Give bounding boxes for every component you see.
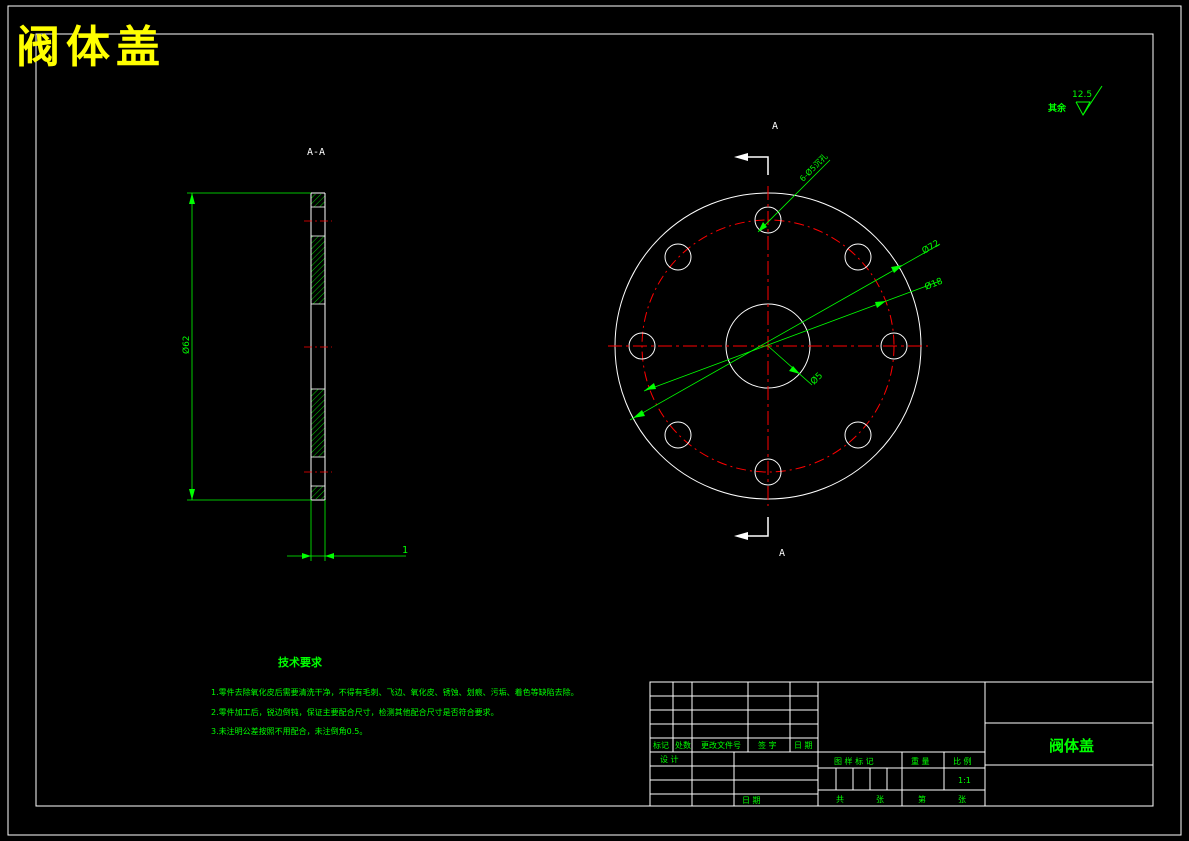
- rev-header: 标记: [653, 740, 669, 750]
- design-label: 设 计: [660, 754, 679, 764]
- rev-header: 日 期: [794, 741, 813, 750]
- hatch-segment: [311, 194, 325, 207]
- holes-dimension: 6-Ø5沉孔: [797, 151, 829, 183]
- scale-label: 比 例: [953, 756, 972, 766]
- sheet-outer-border: [7, 5, 1182, 836]
- scale-value: 1:1: [958, 776, 971, 785]
- sheet-total-unit: 张: [876, 795, 884, 804]
- section-view-label: A-A: [307, 147, 325, 158]
- bolt-hole: [844, 421, 872, 449]
- sheet-total-label: 共: [836, 795, 844, 804]
- technical-requirements: 技术要求 1.零件去除氧化皮后需要清洗干净，不得有毛刺、飞边、氧化皮、锈蚀、划痕…: [211, 655, 579, 736]
- title-block: [649, 681, 1154, 807]
- bolt-hole: [664, 421, 692, 449]
- hatch-segment: [311, 389, 325, 457]
- title-block-text: 标记 处数 更改文件号 签 字 日 期 设 计 日 期 图 样 标 记 重 量 …: [653, 737, 1094, 805]
- rev-header: 签 字: [758, 740, 777, 750]
- roughness-prefix: 其余: [1048, 102, 1067, 114]
- section-mark-top: A: [772, 121, 778, 132]
- tech-requirement-item: 1.零件去除氧化皮后需要清洗干净，不得有毛刺、飞边、氧化皮、锈蚀、划痕、污垢、着…: [211, 687, 579, 697]
- tech-requirement-item: 3.未注明公差按照不用配合，未注倒角0.5。: [211, 726, 367, 736]
- hatch-segment: [311, 236, 325, 304]
- sheet-inner-border: [35, 33, 1154, 807]
- tech-requirements-heading: 技术要求: [278, 655, 323, 669]
- part-name: 阀体盖: [1049, 737, 1094, 755]
- section-view: A-A Ø62 1: [181, 147, 408, 561]
- section-mark-bottom: A: [779, 548, 785, 559]
- rev-header: 更改文件号: [701, 740, 741, 750]
- bolt-hole: [880, 332, 908, 360]
- bolt-circle-dimension: Ø18: [923, 276, 945, 293]
- tech-requirement-item: 2.零件加工后，锐边倒钝，保证主要配合尺寸，检测其他配合尺寸是否符合要求。: [211, 707, 499, 717]
- weight-label: 重 量: [911, 756, 930, 766]
- center-hole-dimension: Ø5: [808, 370, 825, 387]
- stage-label: 图 样 标 记: [834, 756, 874, 766]
- section-thickness-dimension: 1: [402, 545, 408, 556]
- roughness-value: 12.5: [1072, 90, 1092, 100]
- drawing-title: 阀体盖: [16, 22, 166, 73]
- section-diameter-dimension: Ø62: [181, 335, 192, 354]
- sheet-no-unit: 张: [958, 795, 966, 804]
- date-label: 日 期: [742, 796, 761, 805]
- bolt-hole: [754, 458, 782, 486]
- bolt-hole: [844, 243, 872, 271]
- rev-header: 处数: [675, 740, 691, 750]
- hatch-segment: [311, 486, 325, 499]
- sheet-no-label: 第: [918, 794, 926, 804]
- plan-view: A A 6-Ø5沉孔 Ø72: [608, 121, 945, 559]
- bolt-hole: [664, 243, 692, 271]
- surface-roughness-symbol: 其余 12.5: [1048, 85, 1103, 117]
- outer-diameter-dimension: Ø72: [920, 238, 942, 257]
